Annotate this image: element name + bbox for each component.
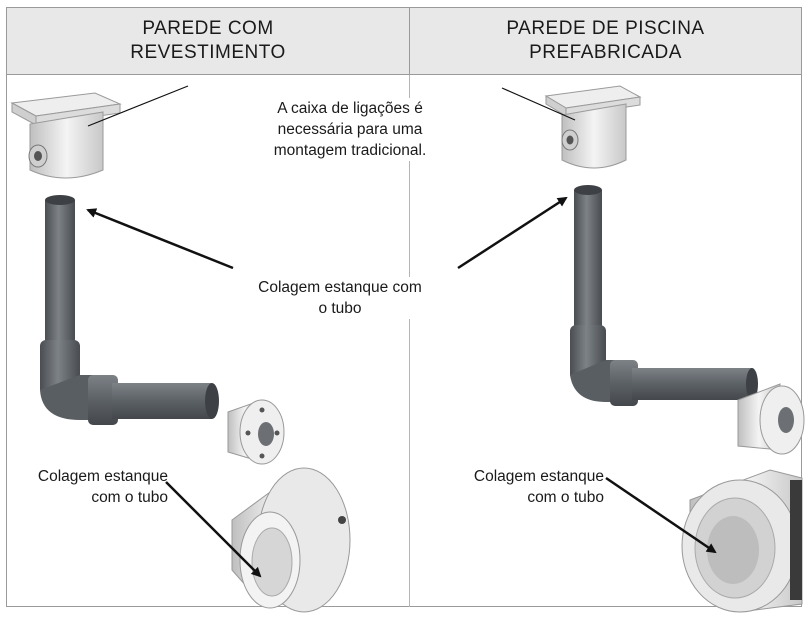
fitting-glue-left-line-1: Colagem estanque [37,468,168,485]
fitting-small-left [227,399,285,465]
junction-box-note-line-2: necessária para uma [277,121,423,138]
junction-box-note-line-1: A caixa de ligações é [277,100,423,117]
header-left: PAREDE COM REVESTIMENTO [6,7,410,75]
fitting-glue-left-line-2: com o tubo [91,489,168,506]
pipe-glue-label-line-2: o tubo [318,300,362,317]
fitting-glue-label-right: Colagem estanque com o tubo [440,466,604,508]
pipe-right [570,185,758,406]
arrow-to-fitting-left [165,481,262,578]
pipe-left [40,195,219,425]
arrow-to-pipe-left [86,208,234,270]
header-left-line-2: REVESTIMENTO [130,42,286,63]
junction-box-right [544,85,642,169]
junction-box-note: A caixa de ligações é necessária para um… [250,98,450,161]
fitting-large-left [231,467,351,613]
header-right-line-1: PAREDE DE PISCINA [506,18,705,39]
pipe-glue-label: Colagem estanque com o tubo [222,277,458,319]
arrow-to-pipe-right [457,196,568,270]
header-right: PAREDE DE PISCINA PREFABRICADA [409,7,802,75]
pointer-line-right [501,87,576,121]
header-left-line-1: PAREDE COM [142,18,274,39]
fitting-glue-right-line-1: Colagem estanque [473,468,604,485]
fitting-small-right [737,383,805,455]
pointer-line-left [87,85,189,127]
column-divider [409,75,410,607]
fitting-large-right [681,469,803,613]
junction-box-left [10,92,122,179]
header-right-line-2: PREFABRICADA [529,42,682,63]
fitting-glue-right-line-2: com o tubo [527,489,604,506]
arrow-to-fitting-right [605,476,717,554]
fitting-glue-label-left: Colagem estanque com o tubo [6,466,168,508]
pipe-glue-label-line-1: Colagem estanque com [258,279,422,296]
junction-box-note-line-3: montagem tradicional. [273,142,427,159]
